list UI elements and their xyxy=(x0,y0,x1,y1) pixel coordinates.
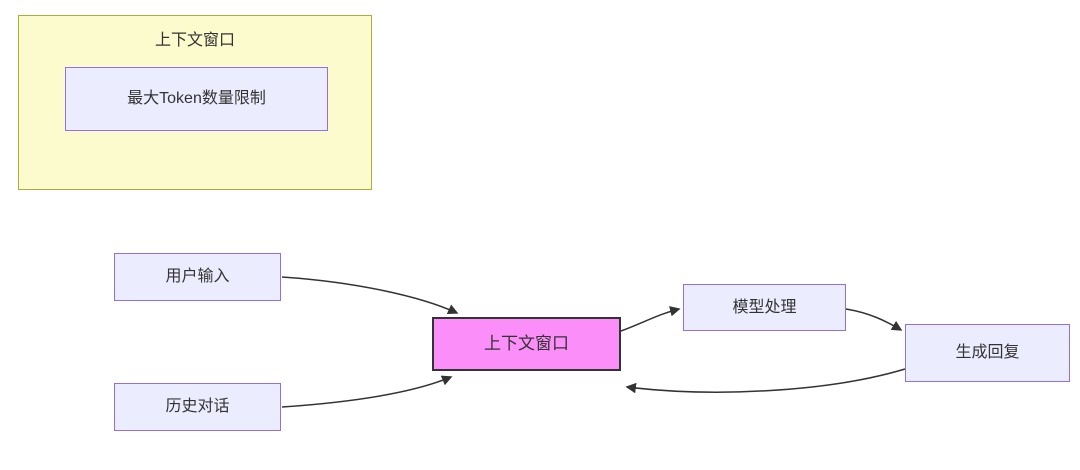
subgraph-context-window: 上下文窗口 最大Token数量限制 xyxy=(18,15,372,190)
node-max-token-limit-label: 最大Token数量限制 xyxy=(127,90,266,108)
node-user-input: 用户输入 xyxy=(114,253,281,301)
node-model-processing: 模型处理 xyxy=(683,284,846,331)
node-model-processing-label: 模型处理 xyxy=(732,298,797,316)
edge-reply-to-context xyxy=(625,368,906,394)
node-history-dialog-label: 历史对话 xyxy=(165,398,230,416)
node-generate-reply-label: 生成回复 xyxy=(955,344,1020,362)
subgraph-title: 上下文窗口 xyxy=(154,32,235,49)
edge-model-to-reply xyxy=(845,308,903,331)
edge-history-to-context xyxy=(281,375,453,408)
edge-user-input-to-context xyxy=(281,276,459,315)
node-generate-reply: 生成回复 xyxy=(905,324,1070,382)
node-context-window-label: 上下文窗口 xyxy=(484,333,569,353)
node-max-token-limit: 最大Token数量限制 xyxy=(65,67,328,131)
edge-context-to-model xyxy=(620,306,681,332)
node-history-dialog: 历史对话 xyxy=(114,383,281,431)
node-user-input-label: 用户输入 xyxy=(165,268,230,286)
node-context-window: 上下文窗口 xyxy=(432,317,621,371)
